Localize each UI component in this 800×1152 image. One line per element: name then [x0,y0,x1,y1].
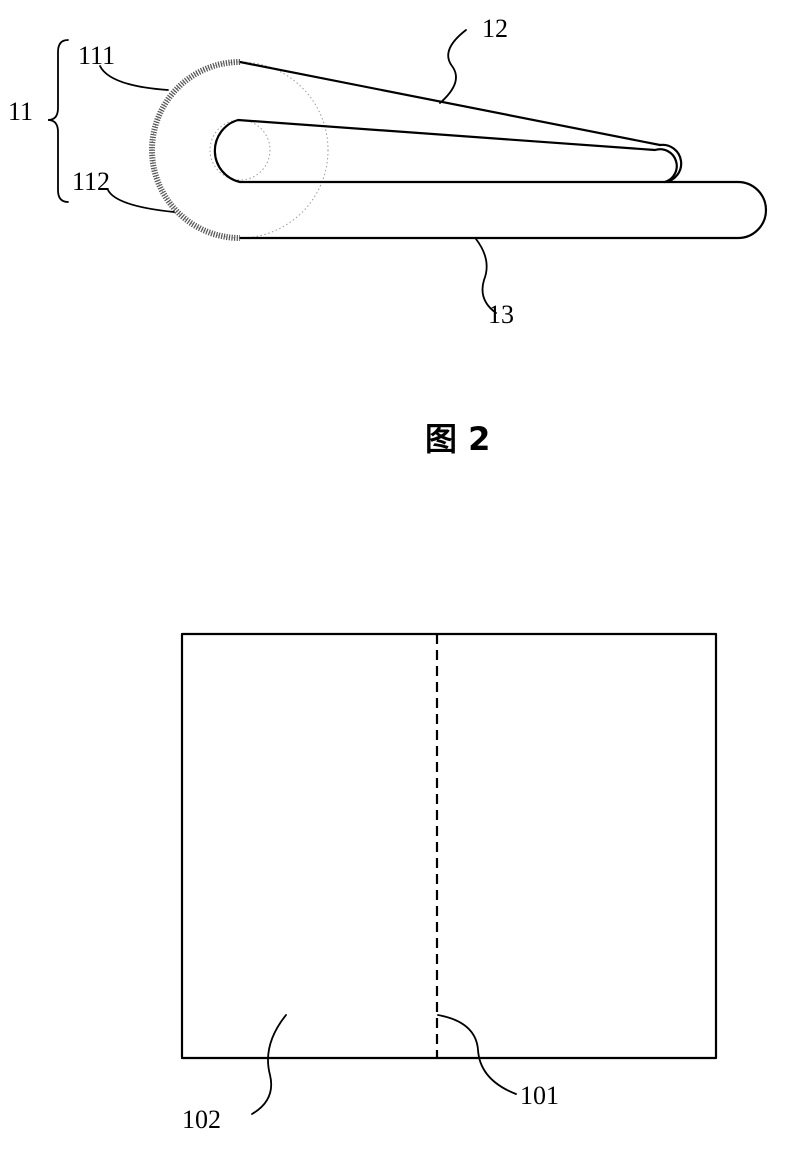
figure-2-caption: 图 2 [425,420,490,458]
figure-2: 11 111 112 12 13 图 2 [8,14,768,458]
label-112: 112 [72,167,110,196]
label-13: 13 [488,300,514,329]
construction-circle [151,61,329,239]
hinge-arc [149,59,241,241]
leader-112 [107,189,175,213]
leader-111 [99,65,169,91]
label-101: 101 [520,1081,559,1110]
group-brace [47,39,69,203]
sheet-rectangle [180,632,718,1060]
leader-101 [437,1014,517,1095]
label-11: 11 [8,97,33,126]
leader-12 [439,29,467,104]
upper-arm-slot [213,118,678,184]
leader-13 [475,238,497,314]
label-12: 12 [482,14,508,43]
label-102: 102 [182,1105,221,1134]
leader-102 [251,1014,287,1115]
upper-arm-outer-edge [238,60,683,184]
lower-arm [238,180,768,240]
figure-3: 101 102 [180,632,718,1134]
label-111: 111 [78,41,115,70]
inner-dotted-circle [209,119,271,181]
